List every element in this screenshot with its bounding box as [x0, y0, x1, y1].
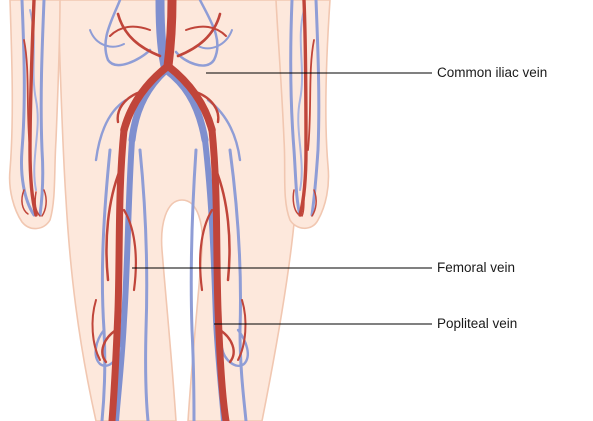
label-popliteal-vein: Popliteal vein [437, 316, 517, 332]
label-common-iliac-vein: Common iliac vein [437, 65, 547, 81]
torso-and-legs [58, 0, 302, 421]
left-arm [10, 0, 60, 229]
label-femoral-vein: Femoral vein [437, 260, 515, 276]
